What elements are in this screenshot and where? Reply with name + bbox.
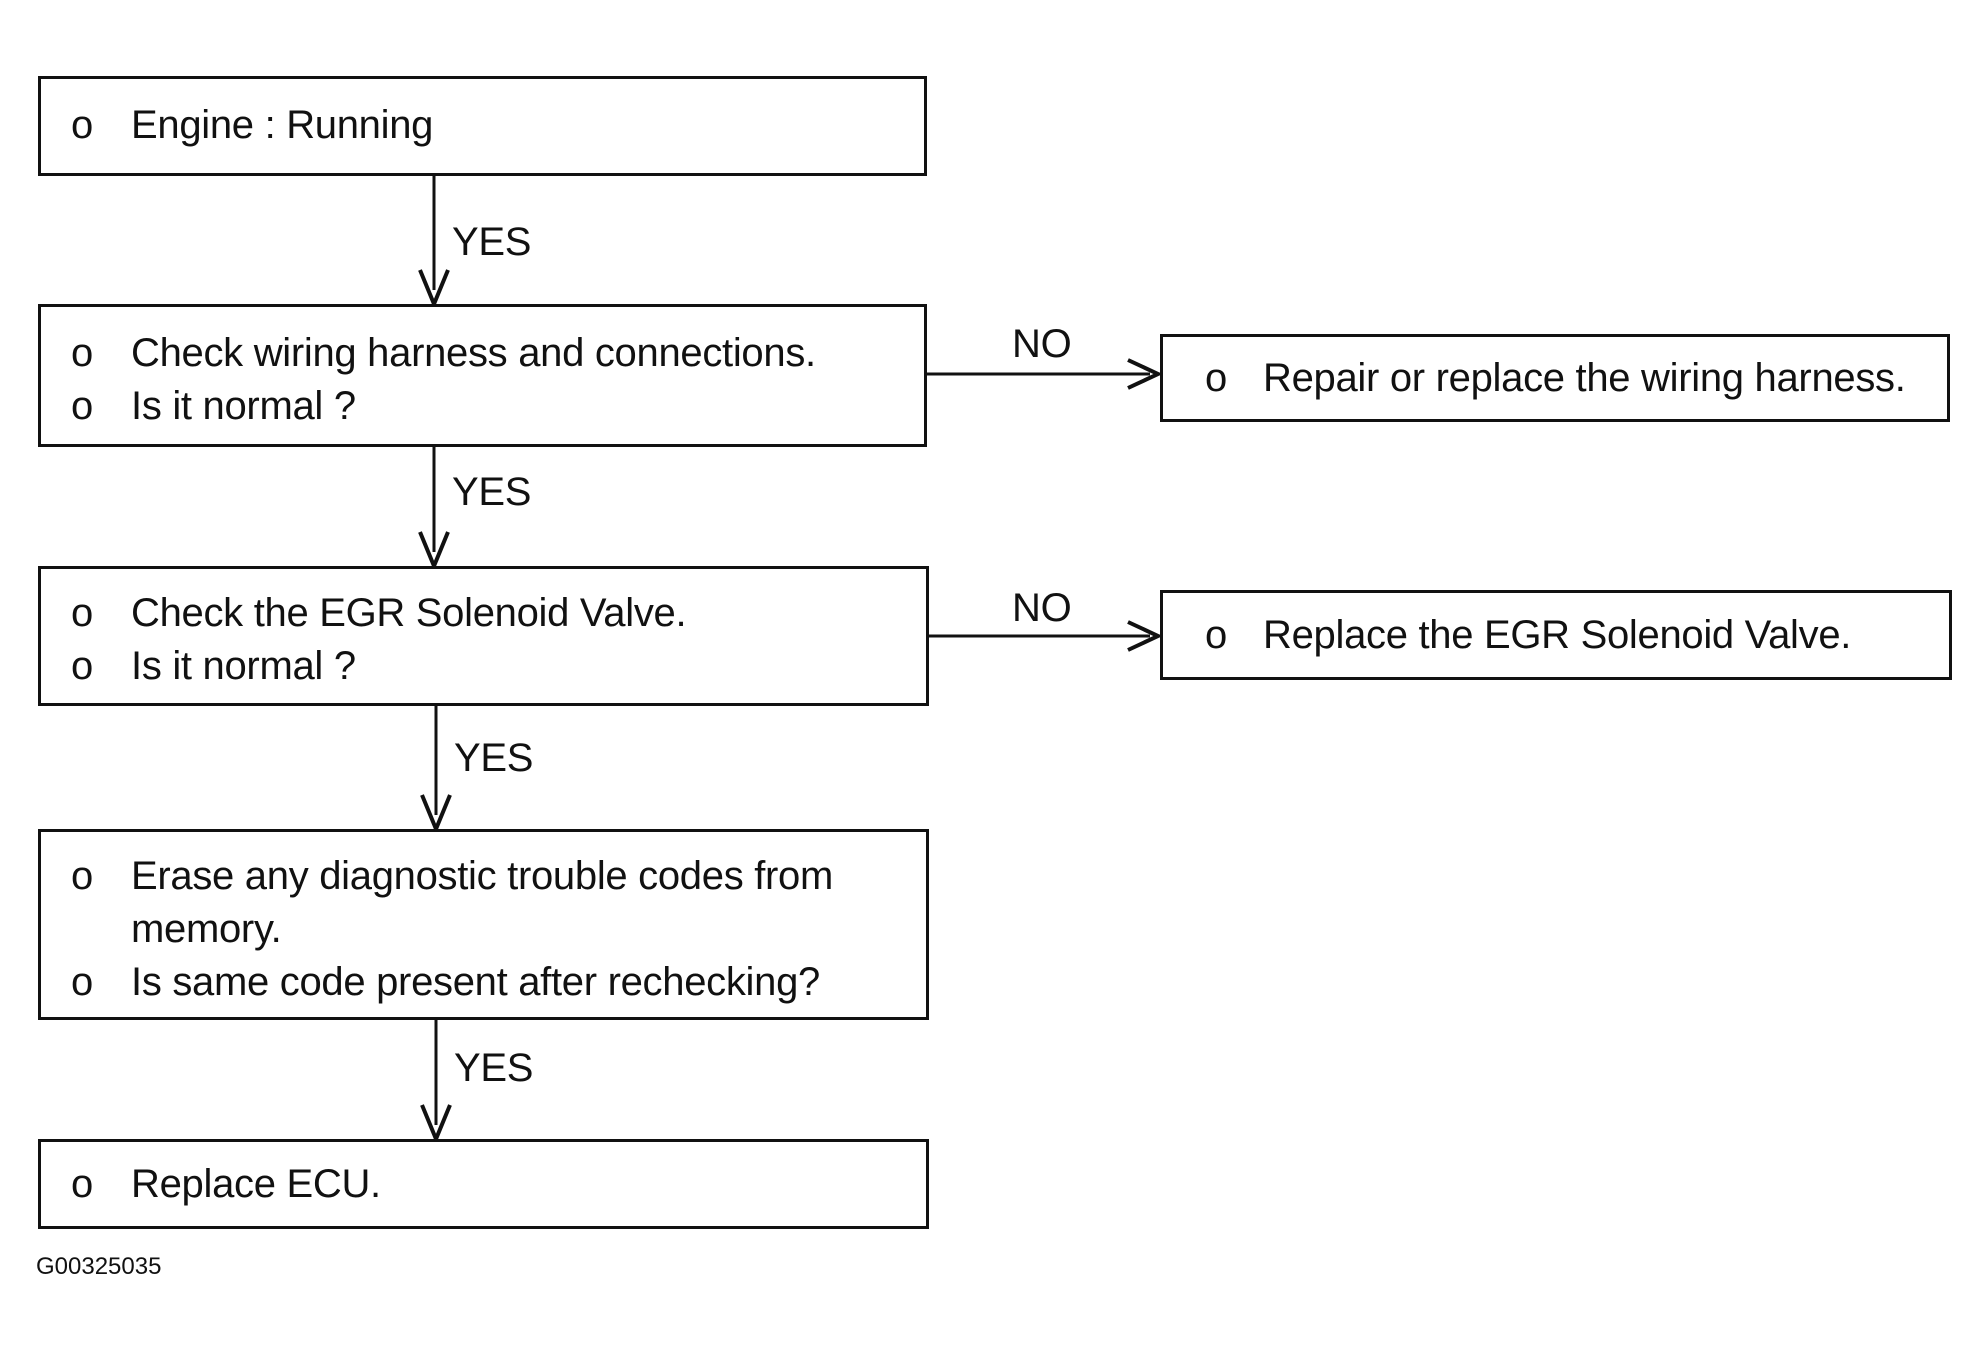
node-text: Check the EGR Solenoid Valve. [131,591,687,635]
bullet-marker: o [71,384,93,428]
node-engine-running-line-1: o Engine : Running [41,99,924,152]
node-check-wiring-line-2: o Is it normal ? [41,380,924,433]
node-check-egr: o Check the EGR Solenoid Valve. o Is it … [38,566,929,706]
node-erase-codes: o Erase any diagnostic trouble codes fro… [38,829,929,1020]
bullet-marker: o [1205,356,1227,400]
node-text: Replace ECU. [131,1162,381,1206]
bullet-marker: o [71,854,93,898]
node-erase-codes-line-3: o Is same code present after rechecking? [41,956,926,1009]
node-check-wiring-line-1: o Check wiring harness and connections. [41,327,924,380]
node-erase-codes-line-1: o Erase any diagnostic trouble codes fro… [41,850,926,903]
node-text: Is same code present after rechecking? [131,960,820,1004]
bullet-marker: o [1205,613,1227,657]
bullet-marker: o [71,591,93,635]
node-check-egr-line-1: o Check the EGR Solenoid Valve. [41,587,926,640]
edge-label-no-wiring-to-repair: NO [1012,322,1072,366]
node-erase-codes-line-2: memory. [41,903,926,956]
node-replace-egr: o Replace the EGR Solenoid Valve. [1160,590,1952,680]
node-text: Check wiring harness and connections. [131,331,816,375]
node-text: Replace the EGR Solenoid Valve. [1263,613,1852,657]
node-text: Repair or replace the wiring harness. [1263,356,1906,400]
node-replace-ecu-line-1: o Replace ECU. [41,1158,926,1211]
figure-code: G00325035 [36,1253,162,1280]
node-check-wiring: o Check wiring harness and connections. … [38,304,927,447]
edge-label-yes-egr-to-erase: YES [454,736,534,780]
bullet-marker: o [71,103,93,147]
node-check-egr-line-2: o Is it normal ? [41,640,926,693]
arrowhead-no-egr-to-replace [1127,620,1163,652]
bullet-marker: o [71,960,93,1004]
node-replace-ecu: o Replace ECU. [38,1139,929,1229]
node-text: Is it normal ? [131,644,356,688]
node-text: Is it normal ? [131,384,356,428]
bullet-marker: o [71,1162,93,1206]
node-text: Engine : Running [131,103,434,147]
edge-label-yes-erase-to-ecu: YES [454,1046,534,1090]
bullet-marker: o [71,644,93,688]
node-repair-wiring-line-1: o Repair or replace the wiring harness. [1163,352,1947,405]
node-replace-egr-line-1: o Replace the EGR Solenoid Valve. [1163,609,1949,662]
edge-label-yes-engine-to-wiring: YES [452,220,532,264]
edge-label-yes-wiring-to-egr: YES [452,470,532,514]
bullet-marker: o [71,331,93,375]
edge-label-no-egr-to-replace: NO [1012,586,1072,630]
arrowhead-no-wiring-to-repair [1127,358,1163,390]
node-text: Erase any diagnostic trouble codes from [131,854,834,898]
node-text: memory. [131,907,282,951]
node-repair-wiring: o Repair or replace the wiring harness. [1160,334,1950,422]
node-engine-running: o Engine : Running [38,76,927,176]
